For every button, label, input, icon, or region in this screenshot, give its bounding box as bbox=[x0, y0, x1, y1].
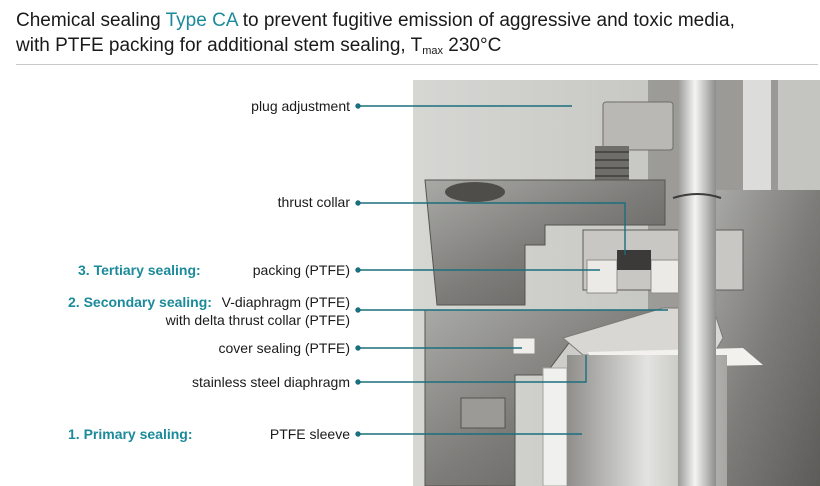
label-thrust-collar: thrust collar bbox=[277, 194, 350, 210]
leader-v-diaphragm-dot bbox=[355, 307, 361, 313]
leader-thrust-collar bbox=[358, 202, 626, 255]
label-v-diaphragm: V-diaphragm (PTFE) bbox=[221, 294, 350, 310]
valve-cutaway-illustration bbox=[413, 80, 820, 486]
title-line-1: Chemical sealing Type CA to prevent fugi… bbox=[16, 10, 735, 31]
title-divider bbox=[16, 64, 818, 65]
label-ptfe-sleeve: PTFE sleeve bbox=[269, 426, 350, 442]
label-delta-thrust-collar: with delta thrust collar (PTFE) bbox=[165, 312, 350, 328]
leader-thrust-collar-dot bbox=[355, 200, 361, 206]
label-plug-adjustment: plug adjustment bbox=[251, 98, 350, 114]
leader-steel-diaphragm bbox=[358, 355, 587, 383]
leader-cover-sealing-dot bbox=[355, 345, 361, 351]
label-stainless-steel-diaphragm: stainless steel diaphragm bbox=[192, 374, 350, 390]
stage-secondary-sealing: 2. Secondary sealing: bbox=[68, 294, 212, 310]
label-packing: packing (PTFE) bbox=[252, 262, 350, 278]
stage-primary-sealing: 1. Primary sealing: bbox=[68, 426, 193, 442]
leader-packing-dot bbox=[355, 267, 361, 273]
leader-ptfe-sleeve-dot bbox=[355, 431, 361, 437]
leader-steel-diaphragm-dot bbox=[355, 379, 361, 385]
title-line-2: with PTFE packing for additional stem se… bbox=[16, 35, 502, 57]
leader-plug-adjustment-dot bbox=[355, 103, 361, 109]
label-cover-sealing: cover sealing (PTFE) bbox=[218, 340, 350, 356]
tmax-subscript: max bbox=[422, 45, 444, 57]
page-title: Chemical sealing Type CA to prevent fugi… bbox=[16, 8, 816, 64]
stage-tertiary-sealing: 3. Tertiary sealing: bbox=[78, 262, 201, 278]
type-ca-highlight: Type CA bbox=[165, 10, 238, 31]
